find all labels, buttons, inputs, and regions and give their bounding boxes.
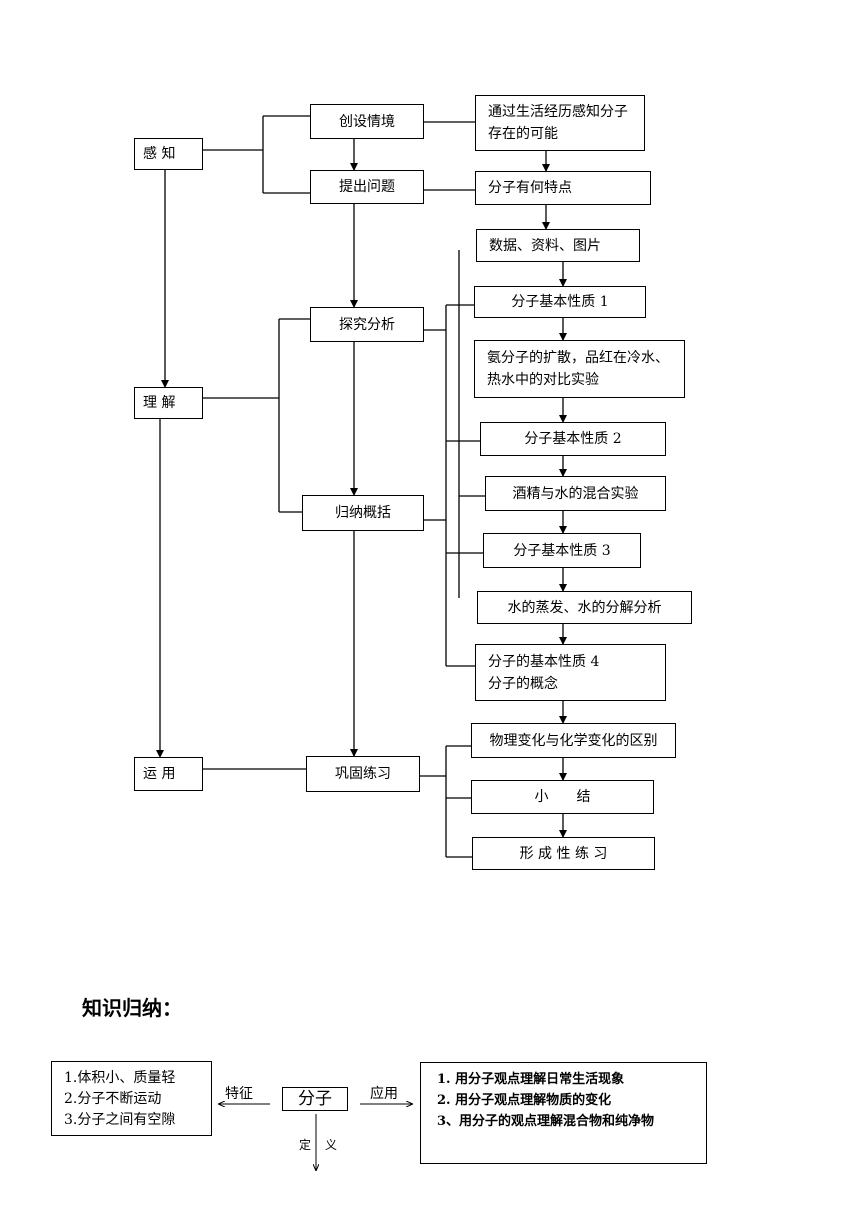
stage-perceive: 感 知 xyxy=(134,138,203,170)
stage-understand: 理 解 xyxy=(134,387,203,419)
detail-alcohol-water-experiment-label: 酒精与水的混合实验 xyxy=(512,485,639,502)
detail-property-3-label: 分子基本性质 3 xyxy=(513,542,611,559)
applications-arrow-label: 应用 xyxy=(370,1086,398,1102)
step-explore: 探究分析 xyxy=(310,307,424,342)
step-summarize: 归纳概括 xyxy=(302,495,424,531)
detail-formative-practice-label: 形 成 性 练 习 xyxy=(519,845,608,862)
detail-physical-chemical-change: 物理变化与化学变化的区别 xyxy=(471,723,676,758)
detail-data-materials: 数据、资料、图片 xyxy=(476,229,640,262)
detail-diffusion-experiment-label: 氨分子的扩散，品红在冷水、 热水中的对比实验 xyxy=(487,350,669,388)
step-summarize-label: 归纳概括 xyxy=(335,505,391,521)
stage-apply-label: 运 用 xyxy=(143,766,176,782)
detail-property-3: 分子基本性质 3 xyxy=(483,533,641,568)
detail-diffusion-experiment: 氨分子的扩散，品红在冷水、 热水中的对比实验 xyxy=(474,340,685,398)
application-item: 3、用分子的观点理解混合物和纯净物 xyxy=(437,1114,655,1129)
detail-property-4-concept-label: 分子的基本性质 4 分子的概念 xyxy=(488,653,600,692)
molecule-center-label: 分子 xyxy=(298,1089,332,1109)
feature-item: 3.分子之间有空隙 xyxy=(64,1112,176,1128)
detail-property-2-label: 分子基本性质 2 xyxy=(524,431,622,447)
detail-physical-chemical-change-label: 物理变化与化学变化的区别 xyxy=(489,732,658,749)
stage-perceive-label: 感 知 xyxy=(143,146,176,162)
definition-label-right: 义 xyxy=(325,1138,338,1152)
detail-summary-label: 小 结 xyxy=(534,789,591,805)
detail-perceive-existence: 通过生活经历感知分子 存在的可能 xyxy=(475,95,645,151)
detail-property-1-label: 分子基本性质 1 xyxy=(511,294,609,310)
stage-apply: 运 用 xyxy=(134,757,203,791)
step-explore-label: 探究分析 xyxy=(339,316,395,333)
knowledge-summary-heading: 知识归纳： xyxy=(82,996,182,1020)
detail-water-evaporation: 水的蒸发、水的分解分析 xyxy=(477,591,692,624)
detail-perceive-existence-label: 通过生活经历感知分子 存在的可能 xyxy=(488,104,628,142)
stage-understand-label: 理 解 xyxy=(143,395,176,411)
molecule-center-box: 分子 xyxy=(282,1087,348,1111)
detail-molecule-features-label: 分子有何特点 xyxy=(488,180,572,196)
step-create-situation-label: 创设情境 xyxy=(339,113,395,130)
detail-formative-practice: 形 成 性 练 习 xyxy=(472,837,655,870)
detail-data-materials-label: 数据、资料、图片 xyxy=(489,237,601,254)
detail-molecule-features: 分子有何特点 xyxy=(475,171,651,205)
step-raise-question-label: 提出问题 xyxy=(339,179,395,195)
step-create-situation: 创设情境 xyxy=(310,104,424,139)
feature-item: 2.分子不断运动 xyxy=(64,1091,162,1107)
feature-item: 1.体积小、质量轻 xyxy=(64,1070,176,1086)
detail-property-4-concept: 分子的基本性质 4 分子的概念 xyxy=(475,644,666,701)
detail-summary: 小 结 xyxy=(471,780,654,814)
definition-label-left: 定 xyxy=(299,1138,312,1152)
detail-alcohol-water-experiment: 酒精与水的混合实验 xyxy=(485,476,666,511)
application-item: 2. 用分子观点理解物质的变化 xyxy=(437,1093,612,1108)
detail-property-2: 分子基本性质 2 xyxy=(480,422,666,456)
step-consolidate: 巩固练习 xyxy=(306,756,420,792)
features-box: 1.体积小、质量轻 2.分子不断运动 3.分子之间有空隙 xyxy=(51,1061,212,1136)
detail-water-evaporation-label: 水的蒸发、水的分解分析 xyxy=(507,599,662,616)
application-item: 1. 用分子观点理解日常生活现象 xyxy=(437,1072,625,1087)
step-consolidate-label: 巩固练习 xyxy=(335,766,391,782)
step-raise-question: 提出问题 xyxy=(310,170,424,204)
features-arrow-label: 特征 xyxy=(225,1086,253,1102)
applications-box: 1. 用分子观点理解日常生活现象 2. 用分子观点理解物质的变化 3、用分子的观… xyxy=(420,1062,707,1164)
detail-property-1: 分子基本性质 1 xyxy=(474,286,646,318)
